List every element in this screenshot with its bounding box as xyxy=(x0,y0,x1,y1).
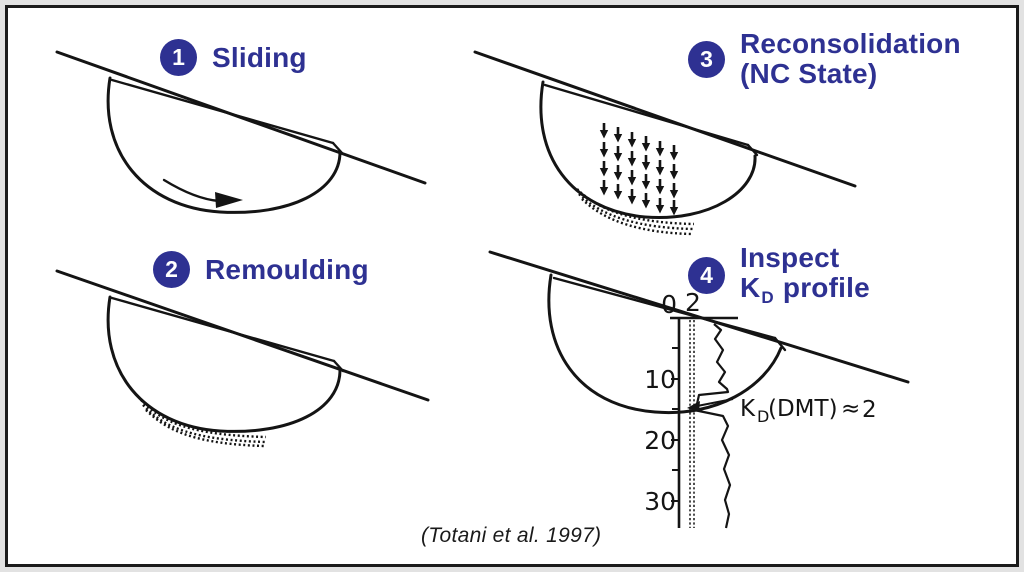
citation-text: (Totani et al. 1997) xyxy=(421,524,602,547)
step-2-badge: 2 xyxy=(153,251,190,288)
panel-4-title-line1: Inspect xyxy=(740,242,840,273)
panel-1-sliding-diagram xyxy=(55,50,427,214)
panel-4-inspect-kd-diagram: 0 2 10 20 30 K D (DMT) ≈ 2 xyxy=(488,250,910,529)
slip-surface-arc xyxy=(106,76,342,214)
svg-text:K: K xyxy=(740,396,756,422)
panel-1-heading: 1 Sliding xyxy=(160,39,307,76)
kd-profile-curve xyxy=(692,323,732,529)
kd-depth-axis xyxy=(670,316,738,528)
slip-surface-arc xyxy=(539,80,757,220)
panel-3-reconsolidation-diagram xyxy=(473,50,857,236)
step-1-badge: 1 xyxy=(160,39,197,76)
kd-scale-two-label: 2 xyxy=(685,288,701,317)
step-4-badge: 4 xyxy=(688,256,725,294)
kd-dmt-annotation: K D (DMT) ≈ 2 xyxy=(740,396,877,426)
panel-2-remoulding-diagram xyxy=(55,269,430,448)
slip-surface-arc xyxy=(547,273,783,415)
depth-label-20: 20 xyxy=(644,426,676,455)
consolidation-arrows xyxy=(598,121,680,217)
slide-mass-top-line xyxy=(110,296,336,363)
remoulded-zone-stipple xyxy=(576,188,695,236)
kd-scale-zero-label: 0 xyxy=(661,290,677,319)
slide-mass-top-line xyxy=(543,83,750,147)
panel-3-heading: 3 Reconsolidation (NC State) xyxy=(688,29,961,89)
toe-step xyxy=(746,143,759,157)
depth-axis-ticks xyxy=(671,347,679,502)
step-3-badge: 3 xyxy=(688,40,725,78)
kd-symbol: K xyxy=(740,272,761,303)
depth-label-30: 30 xyxy=(644,487,676,516)
panel-3-title-line2: (NC State) xyxy=(740,58,878,89)
panel-1-title: Sliding xyxy=(212,41,307,73)
toe-step xyxy=(332,359,345,373)
panel-3-title-line1: Reconsolidation xyxy=(740,28,961,59)
slope-ground-line xyxy=(473,50,857,188)
svg-text:D: D xyxy=(757,407,769,426)
panel-2-title: Remoulding xyxy=(205,253,369,285)
panel-2-heading: 2 Remoulding xyxy=(153,251,369,288)
slide-direction-arrowhead-icon xyxy=(215,192,243,208)
panel-4-heading: 4 Inspect K D profile xyxy=(688,243,870,307)
depth-label-10: 10 xyxy=(644,365,676,394)
kd-profile-word: profile xyxy=(782,272,870,303)
slide-direction-arrow-shaft xyxy=(162,178,221,203)
slide-mass-top-line xyxy=(552,276,777,340)
panel-4-title-line2: K D profile xyxy=(740,272,870,308)
slip-surface-arc xyxy=(106,295,342,433)
remoulded-zone-stipple xyxy=(140,399,267,448)
slide-mass-top-line xyxy=(110,78,335,145)
svg-text:≈: ≈ xyxy=(841,396,860,422)
svg-text:2: 2 xyxy=(862,397,877,423)
toe-step xyxy=(773,336,787,352)
kd-annotation-arrowhead-icon xyxy=(687,401,700,412)
kd-symbol-subscript: D xyxy=(761,288,774,307)
svg-text:(DMT): (DMT) xyxy=(768,396,838,422)
